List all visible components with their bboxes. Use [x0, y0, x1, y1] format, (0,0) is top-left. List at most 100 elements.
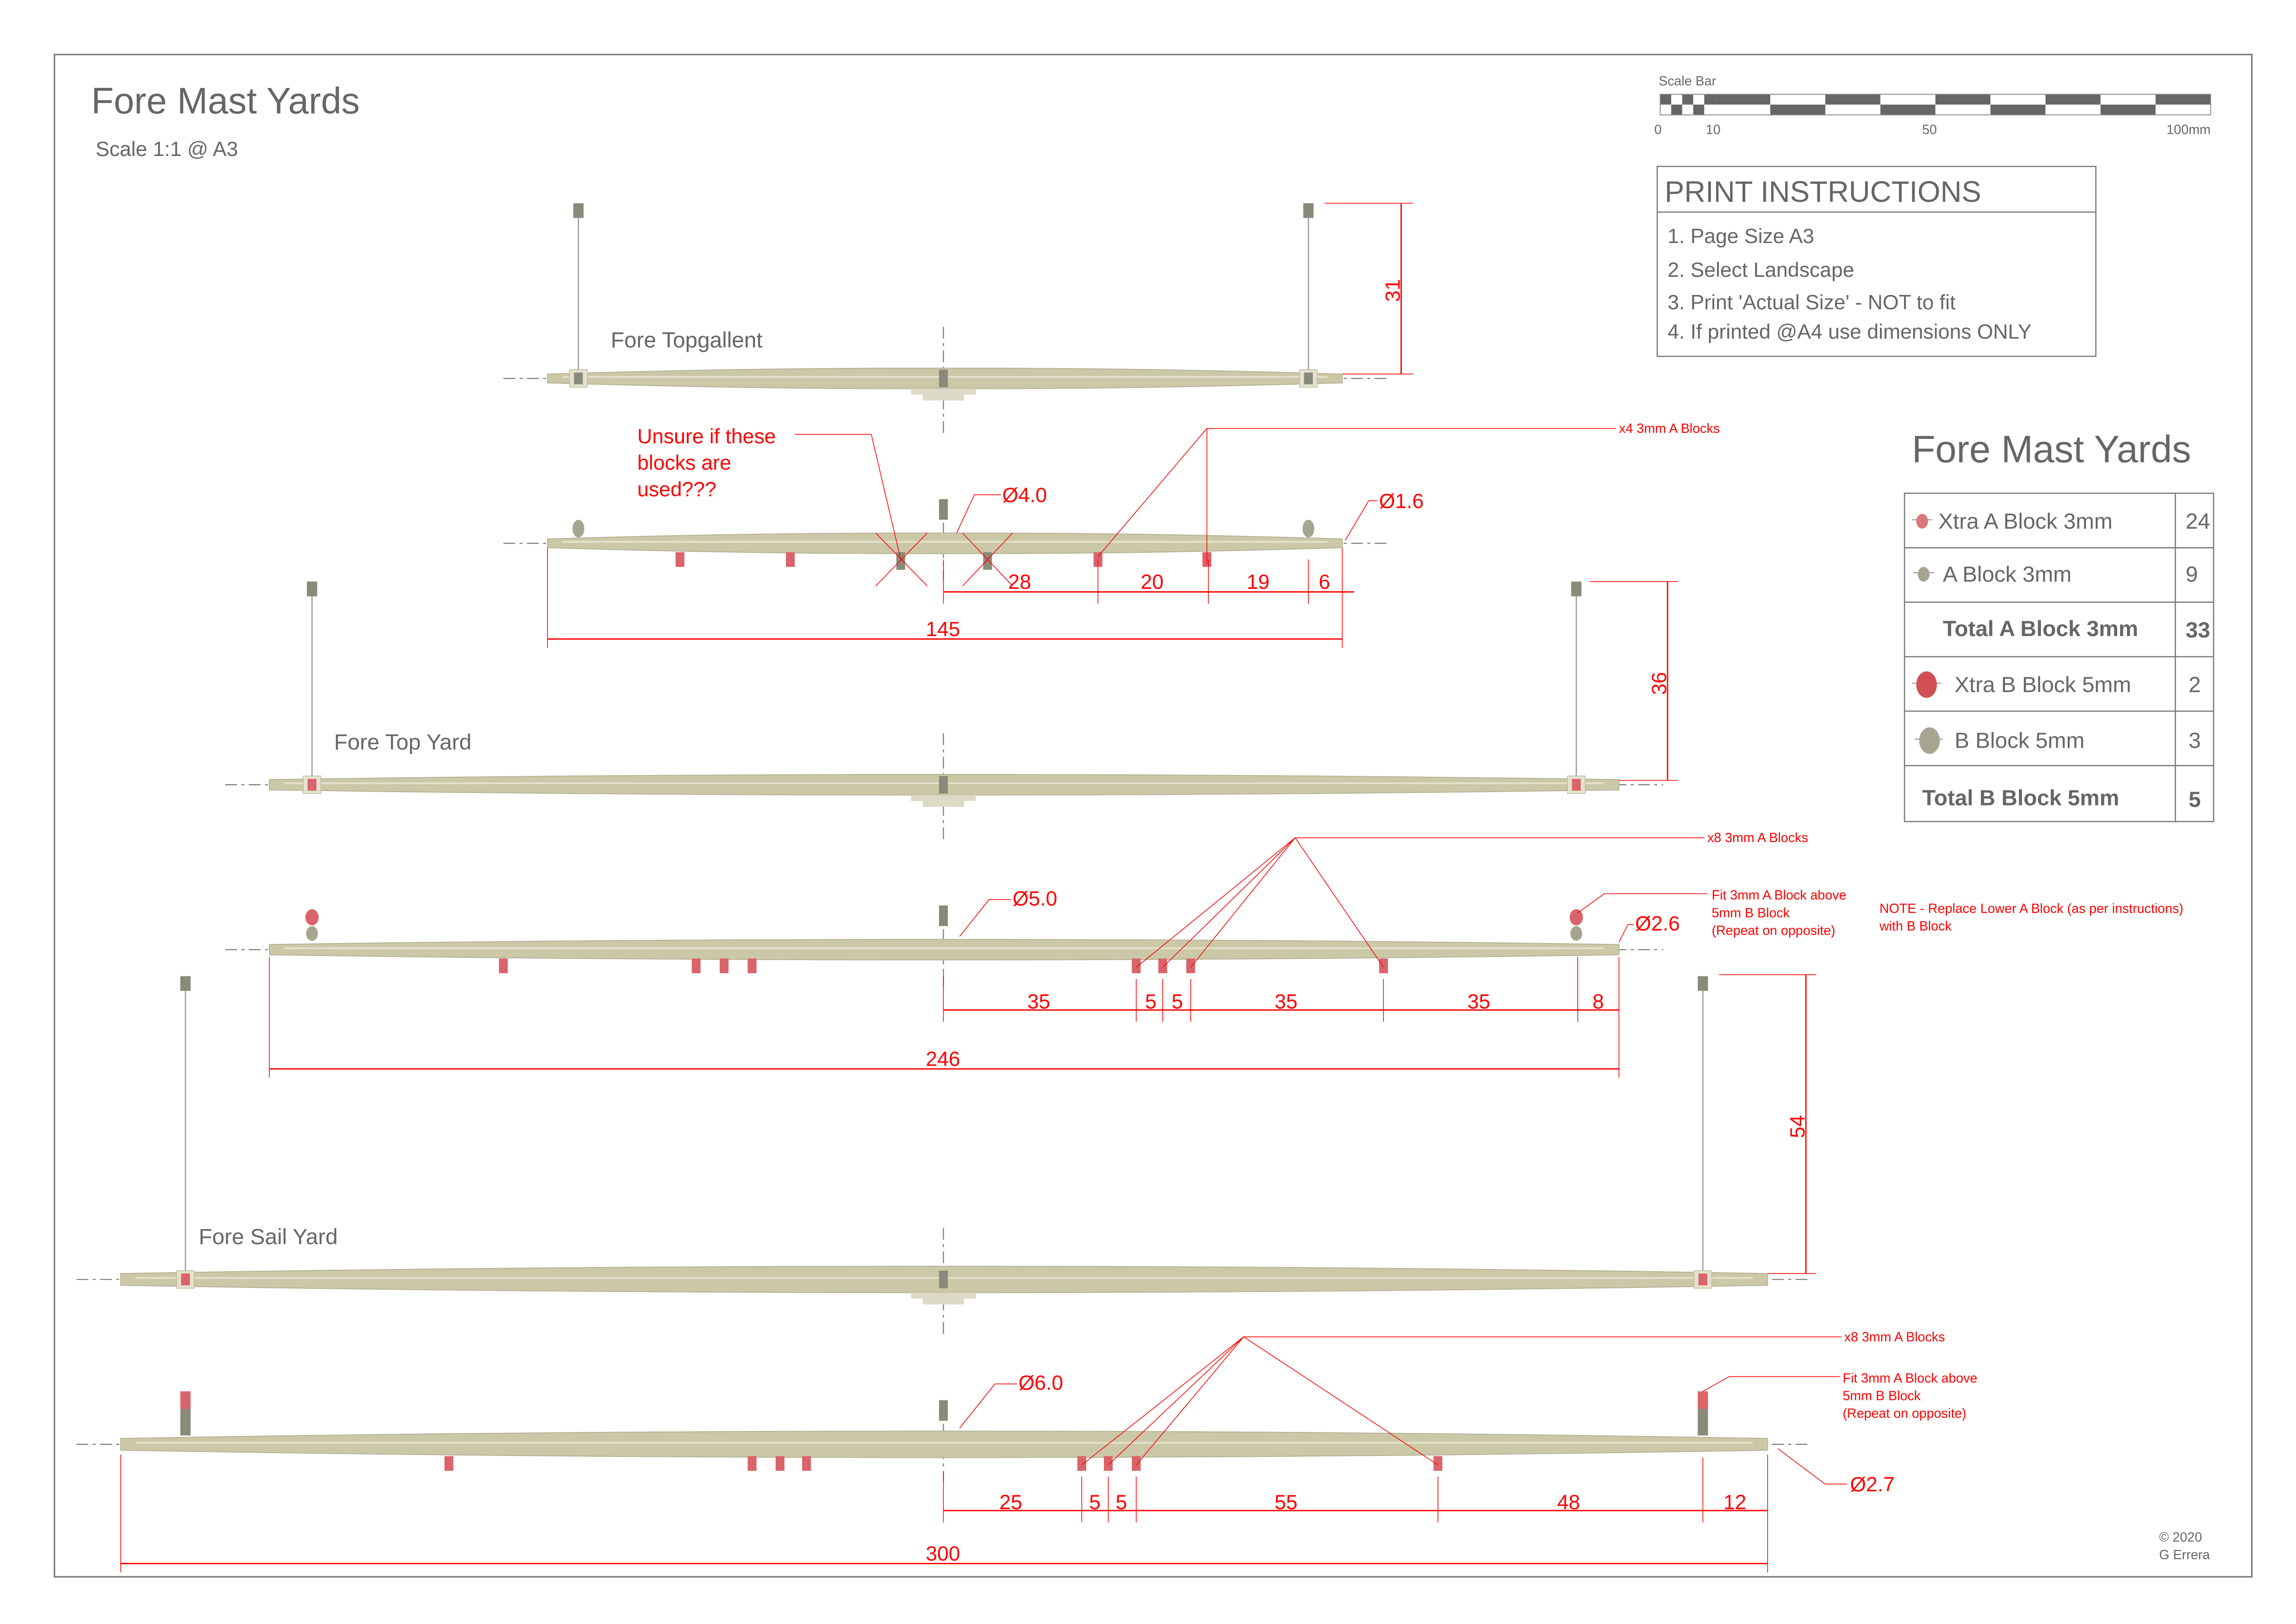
mast-cleat — [911, 795, 976, 801]
scale-bar-cell — [2155, 104, 2211, 115]
dim-overall: 246 — [926, 1048, 960, 1071]
scale-note: Scale 1:1 @ A3 — [96, 138, 238, 161]
end-diameter: Ø2.7 — [1850, 1474, 1895, 1496]
center-diameter: Ø5.0 — [1013, 887, 1058, 910]
scale-bar-cell — [2100, 104, 2156, 115]
page-title: Fore Mast Yards — [91, 80, 360, 121]
dim-segment: 48 — [1557, 1491, 1580, 1514]
dim-overall: 145 — [926, 618, 960, 641]
dim-overall: 300 — [926, 1543, 960, 1565]
fit-note-2: 5mm B Block — [1711, 906, 1790, 920]
row-count: 9 — [2185, 562, 2198, 587]
unsure-note-3: used??? — [637, 478, 716, 501]
scale-tick-10: 10 — [1706, 123, 1721, 137]
row-count: 33 — [2185, 618, 2210, 643]
sling-block-icon — [939, 369, 948, 387]
topgallant-yard-front — [503, 203, 1387, 437]
top-yard-blocks — [225, 905, 1663, 987]
scale-bar-cell — [2045, 104, 2101, 115]
scale-bar-cell — [2100, 94, 2156, 105]
yardarm-block-icon — [1698, 1273, 1707, 1286]
scale-bar-cell — [1935, 94, 1991, 105]
xtra-a-block-icon — [444, 1456, 454, 1471]
dim-segment: 55 — [1275, 1491, 1298, 1514]
scale-tick-0: 0 — [1654, 123, 1661, 137]
scale-bar-cell — [1715, 104, 1771, 115]
scale-bar-cell — [1825, 104, 1880, 115]
topgallant-yard-blocks — [503, 499, 1387, 581]
scale-bar-cell — [1704, 94, 1716, 105]
dim-segment: 20 — [1141, 571, 1164, 593]
a-block-icon — [1570, 926, 1582, 941]
sling-block-icon — [939, 499, 948, 520]
scale-bar-cell — [1693, 94, 1705, 105]
lift-block-icon — [573, 203, 584, 218]
yardarm-block-icon — [307, 779, 317, 791]
a-block-icon — [306, 926, 318, 941]
dim-segment: 5 — [1145, 991, 1157, 1013]
a-block-icon — [572, 519, 585, 537]
summary-title: Fore Mast Yards — [1912, 428, 2191, 471]
dim-segment: 5 — [1089, 1491, 1101, 1514]
sail-yard-front — [76, 976, 1812, 1338]
yard-label-sail: Fore Sail Yard — [199, 1224, 337, 1249]
topgallant-dimensions: 31 Unsure if these blocks are used??? Ø4… — [547, 203, 1720, 648]
dim-segment: 6 — [1319, 571, 1330, 593]
yard-label-top: Fore Top Yard — [334, 730, 472, 755]
sheet-frame — [54, 54, 2253, 1578]
print-instructions-box: PRINT INSTRUCTIONS 1. Page Size A3 2. Se… — [1656, 166, 2097, 357]
fit-note-1: Fit 3mm A Block above — [1711, 888, 1846, 903]
dim-segment: 35 — [1275, 991, 1298, 1013]
sling-block-icon — [939, 776, 948, 794]
scale-bar-cell — [2045, 94, 2101, 105]
lift-block-icon — [180, 976, 191, 991]
a-block-icon — [896, 552, 905, 570]
yard-spar — [120, 1430, 1768, 1458]
instruction-3: 3. Print 'Actual Size' - NOT to fit — [1668, 291, 1956, 314]
dim-segment: 25 — [999, 1491, 1022, 1514]
center-diameter: Ø4.0 — [1002, 484, 1047, 507]
xtra-a-block-icon — [691, 958, 701, 974]
dim-segment: 8 — [1593, 991, 1604, 1013]
xtra-a-block-icon — [786, 552, 795, 567]
xtra-a-block-icon — [720, 958, 729, 974]
mast-cleat — [922, 801, 964, 807]
sling-block-icon — [939, 1270, 948, 1288]
scale-tick-100: 100mm — [2166, 123, 2210, 137]
sail-yard-blocks — [76, 1391, 1812, 1481]
yardarm-block-icon — [1304, 372, 1313, 385]
row-label: Total B Block 5mm — [1922, 786, 2119, 811]
scale-bar-cell — [1990, 94, 2046, 105]
gray-large-block-icon — [1915, 727, 1943, 754]
xtra-a-block-icon — [1433, 1456, 1443, 1471]
blocks-callout: x8 3mm A Blocks — [1844, 1330, 1945, 1344]
scale-bar-cell — [1682, 104, 1693, 115]
lift-block-icon — [1303, 203, 1314, 218]
row-count: 5 — [2189, 787, 2201, 812]
xtra-a-block-icon — [747, 958, 757, 974]
dim-lift-height: 31 — [1381, 279, 1404, 302]
xtra-a-block-icon — [1077, 1456, 1086, 1471]
xtra-a-block-icon — [180, 1391, 191, 1409]
scale-bar-cell — [1880, 94, 1935, 105]
yardarm-block-icon — [574, 372, 583, 385]
row-label: A Block 3mm — [1943, 562, 2072, 587]
scale-bar-cell — [1770, 104, 1825, 115]
dim-lift-height: 36 — [1648, 672, 1671, 695]
scale-bar-cell — [2155, 94, 2211, 105]
replace-note-2: with B Block — [1879, 919, 1952, 934]
xtra-a-block-icon — [1698, 1391, 1708, 1409]
row-label: Xtra A Block 3mm — [1938, 509, 2112, 534]
scale-bar-cell — [1660, 94, 1671, 105]
instruction-2: 2. Select Landscape — [1668, 259, 1854, 281]
lift-block-icon — [1571, 581, 1582, 597]
copyright-year: © 2020 — [2159, 1530, 2202, 1545]
unsure-note-2: blocks are — [637, 452, 731, 475]
scale-bar-cell — [1671, 104, 1682, 115]
scale-bar-cell — [1770, 94, 1825, 105]
sail-yard-dimensions: 54 Ø6.0 Ø2.7 x8 3mm A Blocks Fit 3mm A B… — [120, 974, 1978, 1573]
instruction-1: 1. Page Size A3 — [1668, 225, 1814, 248]
xtra-a-block-icon — [1379, 958, 1388, 974]
scale-bar-cell — [1704, 104, 1716, 115]
